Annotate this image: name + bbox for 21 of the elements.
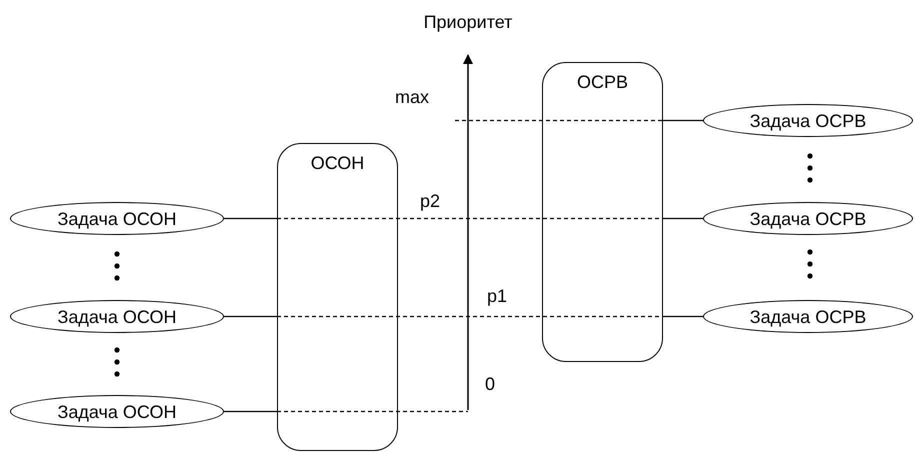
priority-level-line <box>663 120 703 122</box>
node-label: Задача ОСРВ <box>750 112 866 130</box>
priority-level-line <box>224 410 277 412</box>
priority-label: max <box>395 88 429 106</box>
node-label: Задача ОСРВ <box>750 210 866 228</box>
priority-level-line <box>224 316 277 318</box>
os-box <box>542 62 663 362</box>
priority-label: p2 <box>420 192 440 210</box>
node-label: ОСОН <box>310 154 364 172</box>
priority-label: 0 <box>485 375 495 393</box>
os-box <box>277 143 398 451</box>
node-label: Задача ОСРВ <box>750 308 866 326</box>
node-label: Задача ОСОН <box>58 308 176 326</box>
priority-level-line <box>663 218 703 220</box>
node-label: Задача ОСОН <box>58 402 176 420</box>
axis-label: Приоритет <box>424 13 512 31</box>
priority-level-line <box>663 316 703 318</box>
node-label: ОСРВ <box>576 73 628 91</box>
priority-label: p1 <box>486 287 508 305</box>
priority-level-line <box>224 218 277 220</box>
node-label: Задача ОСОН <box>58 210 176 228</box>
